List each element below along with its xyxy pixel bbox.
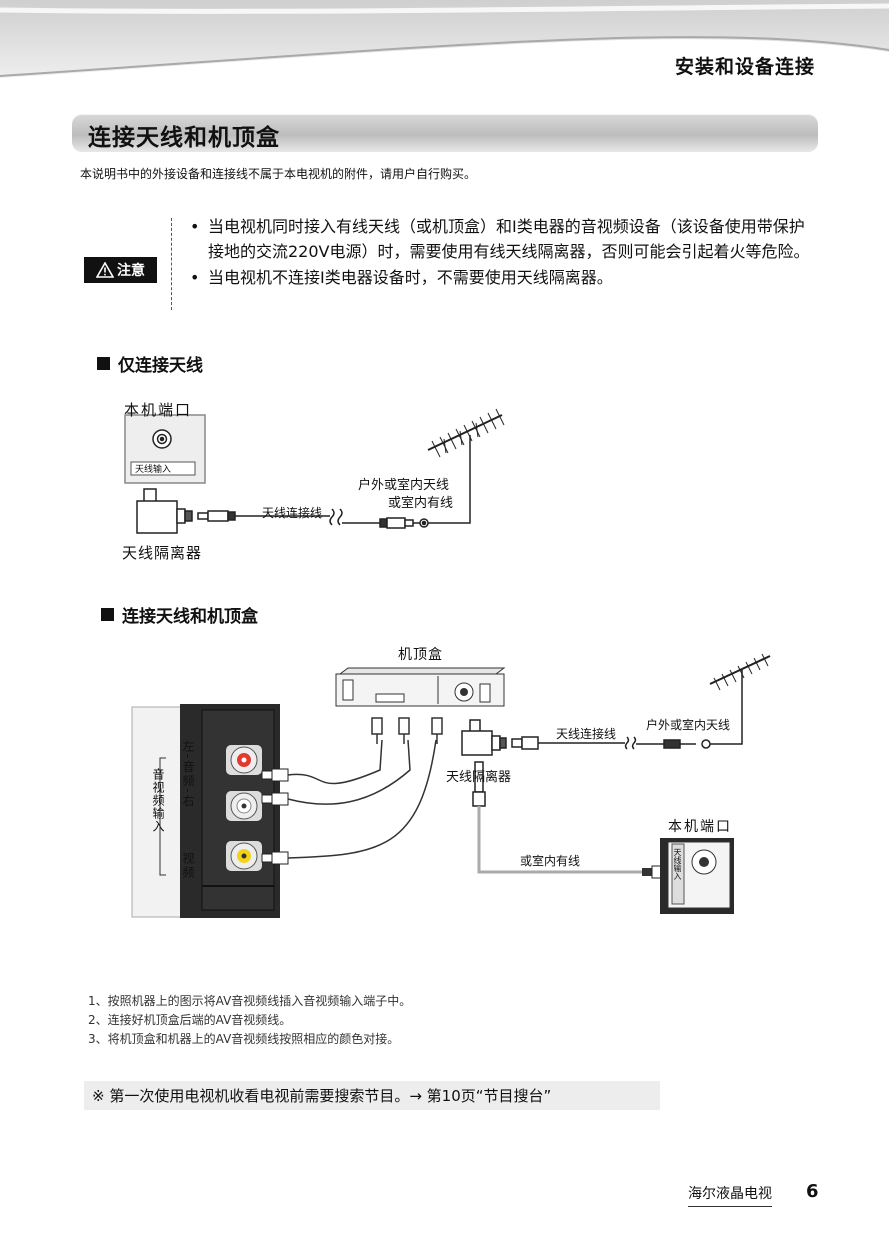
steps-list: 1、按照机器上的图示将AV音视频线插入音视频输入端子中。 2、连接好机顶盒后端的…	[88, 992, 411, 1049]
rca-jack-left	[226, 791, 262, 821]
tip-text: ※ 第一次使用电视机收看电视前需要搜索节目。→ 第10页“节目搜台”	[92, 1087, 552, 1105]
d2-port-name: 天线输入	[673, 848, 682, 880]
rca-jack-right	[226, 745, 262, 775]
square-bullet-icon	[101, 608, 114, 621]
notice-item: •当电视机不连接I类电器设备时，不需要使用天线隔离器。	[190, 265, 815, 290]
warning-icon	[96, 262, 114, 278]
notice-item-text: 当电视机同时接入有线天线（或机顶盒）和I类电器的音视频设备（该设备使用带保护接地…	[208, 217, 810, 261]
d1-port-label: 本机端口	[124, 401, 193, 419]
d2-panel-video-label: 视频	[181, 852, 195, 880]
diagram2-title: 连接天线和机顶盒	[101, 602, 258, 627]
d2-panel-audio-label: 左-音频-右	[181, 740, 195, 809]
step-item: 3、将机顶盒和机器上的AV音视频线按照相应的颜色对接。	[88, 1032, 400, 1046]
d2-cable-tv-label: 或室内有线	[520, 854, 581, 868]
isolator-box	[136, 500, 178, 534]
header-decoration	[0, 0, 889, 78]
notice-divider	[171, 218, 173, 310]
diagram-antenna-stb	[131, 653, 771, 918]
d1-isolator-label: 天线隔离器	[122, 544, 203, 562]
diagram-antenna-only	[124, 408, 505, 534]
square-bullet-icon	[97, 357, 110, 370]
d2-antenna-label: 户外或室内天线	[646, 718, 731, 732]
page-number: 6	[806, 1181, 819, 1202]
notice-list: •当电视机同时接入有线天线（或机顶盒）和I类电器的音视频设备（该设备使用带保护接…	[190, 214, 815, 291]
rca-jack-video	[226, 841, 262, 871]
step-item: 2、连接好机顶盒后端的AV音视频线。	[88, 1013, 292, 1027]
tip-box: ※ 第一次使用电视机收看电视前需要搜索节目。→ 第10页“节目搜台”	[84, 1081, 660, 1110]
d2-port-label: 本机端口	[668, 819, 732, 835]
section-title-bar	[72, 114, 818, 152]
diagram2-title-text: 连接天线和机顶盒	[122, 607, 258, 627]
tv-antenna-port-panel	[660, 838, 734, 914]
section-title: 连接天线和机顶盒	[88, 125, 280, 151]
d2-stb-label: 机顶盒	[398, 647, 443, 663]
notice-badge: 注意	[84, 257, 157, 283]
diagram1-title-text: 仅连接天线	[118, 356, 203, 376]
d2-cable-label: 天线连接线	[556, 727, 617, 741]
d1-cable-tv-label: 或室内有线	[388, 496, 454, 511]
chapter-title: 安装和设备连接	[674, 56, 815, 78]
notice-item: •当电视机同时接入有线天线（或机顶盒）和I类电器的音视频设备（该设备使用带保护接…	[190, 214, 815, 264]
d2-panel-group-label: 音视频输入	[151, 768, 165, 833]
set-top-box	[335, 667, 506, 707]
step-item: 1、按照机器上的图示将AV音视频线插入音视频输入端子中。	[88, 994, 412, 1008]
d1-cable-label: 天线连接线	[262, 506, 323, 520]
d1-port-name: 天线输入	[135, 465, 172, 475]
d1-antenna-label: 户外或室内天线	[358, 478, 450, 493]
d2-isolator-label: 天线隔离器	[446, 770, 512, 785]
notice-badge-label: 注意	[117, 263, 145, 279]
footer-brand: 海尔液晶电视	[688, 1183, 772, 1207]
notice-item-text: 当电视机不连接I类电器设备时，不需要使用天线隔离器。	[208, 268, 613, 287]
intro-text: 本说明书中的外接设备和连接线不属于本电视机的附件，请用户自行购买。	[80, 167, 477, 181]
diagram1-title: 仅连接天线	[97, 351, 203, 376]
